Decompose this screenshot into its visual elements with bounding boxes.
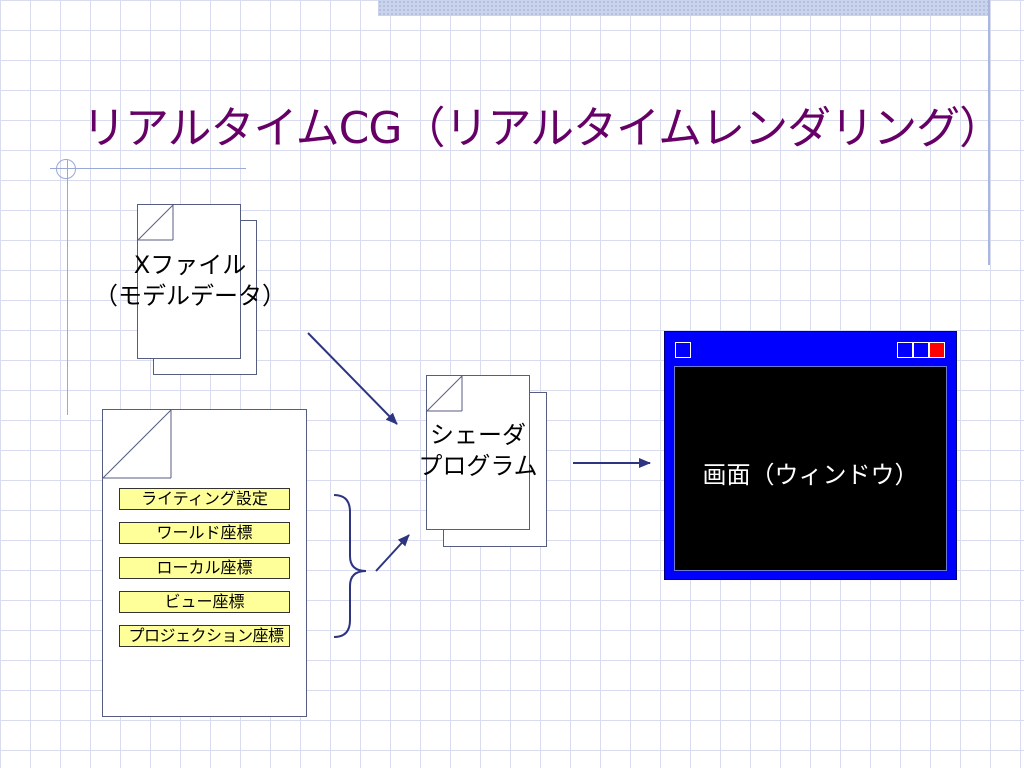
window-maximize-icon	[913, 342, 929, 358]
xfile-label-line1: Xファイル	[133, 251, 247, 279]
shader-label: シェーダ プログラム	[380, 420, 576, 482]
settings-item-view-coords: ビュー座標	[119, 591, 290, 613]
xfile-label-line2: （モデルデータ）	[94, 282, 286, 310]
settings-brace	[333, 494, 367, 638]
left-decoration-line	[67, 160, 68, 415]
page-fold-icon	[137, 204, 174, 241]
arrow-settings-to-shader	[375, 534, 410, 572]
slide-title: リアルタイムCG（リアルタイムレンダリング）	[82, 103, 1003, 154]
page-fold-icon	[102, 409, 172, 479]
shader-document-front	[426, 375, 530, 530]
window-close-icon	[929, 342, 945, 358]
window-menu-box-icon	[675, 342, 691, 358]
shader-label-line1: シェーダ	[430, 421, 526, 449]
window-minimize-icon	[897, 342, 913, 358]
arrow-xfile-to-shader	[307, 332, 398, 425]
right-decoration-line	[988, 0, 990, 265]
xfile-label: Xファイル （モデルデータ）	[60, 250, 320, 312]
crosshair-circle-icon	[56, 159, 76, 179]
settings-item-projection-bg	[119, 625, 290, 647]
window-screen-label: 画面（ウィンドウ）	[702, 461, 919, 489]
settings-item-lighting: ライティング設定	[119, 488, 290, 510]
settings-item-projection-coords: プロジェクション座標	[128, 626, 284, 645]
xfile-document-front	[137, 204, 241, 359]
shader-label-line2: プログラム	[418, 452, 538, 480]
page-fold-icon	[426, 375, 463, 412]
settings-item-world-coords: ワールド座標	[119, 522, 290, 544]
title-underline	[50, 168, 246, 169]
window-screen	[674, 366, 947, 571]
settings-item-local-coords: ローカル座標	[119, 557, 290, 579]
top-decoration-band	[378, 0, 990, 16]
